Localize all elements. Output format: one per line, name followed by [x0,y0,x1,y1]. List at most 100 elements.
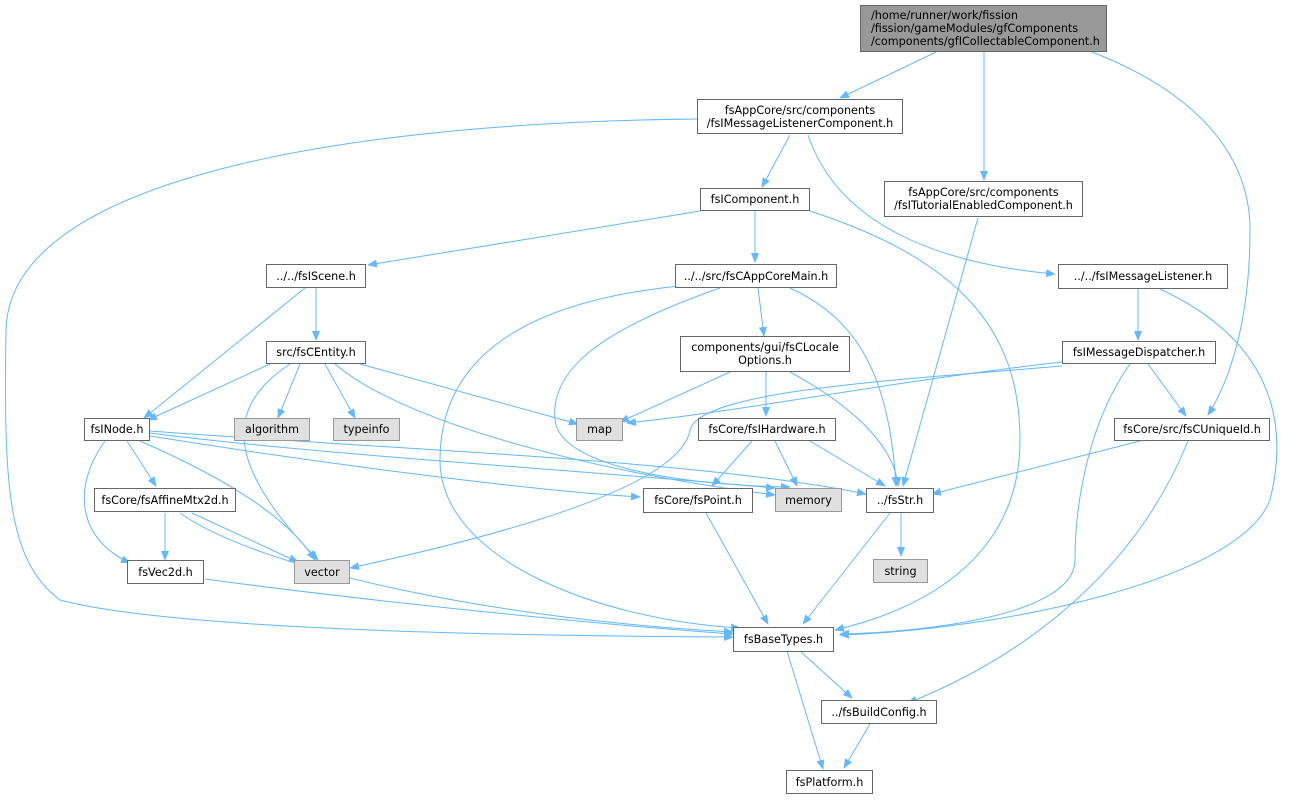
node-fsicomponent[interactable]: fsIComponent.h [700,188,810,211]
edge-root-msglistenercomp [839,51,937,99]
node-line: Options.h [738,354,792,367]
edge-msglistenercomp-component [761,134,791,188]
node-line: components/gui/fsCLocale [691,341,839,354]
node-line: /fsITutorialEnabledComponent.h [894,199,1073,212]
node-fscuniqueid[interactable]: fsCore/src/fsCUniqueId.h [1114,418,1270,441]
edge-entity-memory [334,363,776,498]
edge-msglistenercomp-basetypes [5,118,734,641]
edge-component-scene [367,210,701,268]
edge-appcoremain-str [789,287,900,487]
node-line: algorithm [245,423,299,436]
node-line: fsINode.h [90,423,144,436]
node-line: ../fsStr.h [876,494,924,507]
edge-hardware-memory [774,440,798,487]
node-line: fsCore/fsIHardware.h [708,423,826,436]
edge-msgdispatcher-map [626,361,1063,427]
edge-inode-point [149,435,641,501]
node-line: fsAppCore/src/components [724,103,876,117]
edge-hardware-str [809,440,886,487]
node-line: ../fsBuildConfig.h [831,705,927,719]
edge-localeoptions-map [619,371,731,423]
node-line: memory [785,493,832,507]
edge-inode-affine [126,440,157,487]
edge-entity-typeinfo [324,363,356,419]
edge-tutorialcomp-str [901,217,979,487]
node-line: /home/runner/work/fission [871,9,1018,22]
node-vector: vector [294,560,350,584]
node-fscappcoremain[interactable]: ../../src/fsCAppCoreMain.h [675,264,837,288]
edge-hardware-point [711,440,753,487]
node-fsimessagedispatcher[interactable]: fsIMessageDispatcher.h [1062,341,1216,364]
edge-uniqueid-buildconfig [907,440,1189,704]
node-fsplatform[interactable]: fsPlatform.h [786,770,873,794]
edge-entity-map [359,363,579,426]
node-fsvec2d[interactable]: fsVec2d.h [127,560,204,584]
node-fsbasetypes[interactable]: fsBaseTypes.h [733,627,834,652]
node-fsimessagelistenercomponent[interactable]: fsAppCore/src/components /fsIMessageList… [697,99,903,134]
node-fsclocaleoptions[interactable]: components/gui/fsCLocale Options.h [680,336,850,372]
node-string: string [873,559,928,583]
edge-vec2d-basetypes [204,578,734,638]
node-line: fsVec2d.h [138,565,193,579]
edge-basetypes-platform [786,650,825,770]
node-fsstr[interactable]: ../fsStr.h [866,488,934,513]
node-map: map [576,418,623,441]
node-line: fsAppCore/src/components [908,186,1059,199]
edge-msgdispatcher-basetypes [839,363,1131,638]
edge-affine-basetypes [179,512,734,636]
edges [5,51,1278,770]
node-line: ../../src/fsCAppCoreMain.h [683,269,829,283]
node-memory: memory [775,488,842,512]
edge-appcoremain-localeoptions [757,287,767,337]
node-line: fsIComponent.h [710,193,800,206]
edge-point-basetypes [705,512,769,625]
edge-uniqueid-str [931,440,1141,496]
edge-msgdispatcher-vector [349,365,1063,571]
node-line: /fission/gameModules/gfComponents [871,22,1079,35]
node-fsihardware[interactable]: fsCore/fsIHardware.h [698,418,836,441]
edge-msglistener-basetypes [839,288,1278,639]
node-fsiscene[interactable]: ../../fsIScene.h [266,264,366,288]
edge-basetypes-buildconfig [799,650,853,699]
node-algorithm: algorithm [234,418,310,441]
node-line: string [884,564,917,578]
node-fsinode[interactable]: fsINode.h [84,418,150,441]
node-fsimessagelistener[interactable]: ../../fsIMessageListener.h [1058,264,1228,289]
edge-component-basetypes [809,210,1021,632]
edge-root-uniqueid [1091,51,1251,416]
edge-msgdispatcher-uniqueid [1147,363,1187,417]
node-line: ../../fsIScene.h [276,269,356,283]
node-line: fsCore/fsPoint.h [654,494,742,507]
node-line: /components/gfICollectableComponent.h [871,35,1100,48]
node-line: fsIMessageDispatcher.h [1072,346,1206,359]
node-root-file: /home/runner/work/fission /fission/gameM… [860,5,1107,52]
node-fsbuildconfig[interactable]: ../fsBuildConfig.h [821,700,937,724]
node-line: typeinfo [343,423,390,436]
node-line: ../../fsIMessageListener.h [1073,270,1213,283]
node-line: fsCore/src/fsCUniqueId.h [1123,423,1261,436]
node-line: fsCore/fsAffineMtx2d.h [101,493,229,507]
edge-inode-vector [139,440,316,561]
node-line: fsPlatform.h [795,775,864,789]
node-fscentity[interactable]: src/fsCEntity.h [266,341,366,364]
node-line: map [587,423,612,436]
edge-affine-vector [191,512,299,563]
node-line: src/fsCEntity.h [276,346,356,359]
edge-localeoptions-str [789,371,902,487]
edge-entity-vector [243,363,319,561]
node-fsitutorialenabledcomponent[interactable]: fsAppCore/src/components /fsITutorialEna… [884,181,1083,217]
node-line: vector [304,565,340,579]
edge-entity-algorithm [277,363,301,419]
edge-str-basetypes [802,512,891,625]
edge-appcoremain-basetypes [439,284,741,632]
edge-entity-inode [147,363,271,421]
node-fsaffinemtx2d[interactable]: fsCore/fsAffineMtx2d.h [94,488,236,512]
node-line: /fsIMessageListenerComponent.h [706,116,894,130]
edge-inode-memory [149,432,776,492]
node-line: fsBaseTypes.h [743,633,824,646]
edge-msglistenercomp-msglistener [807,134,1056,278]
node-fspoint[interactable]: fsCore/fsPoint.h [643,488,753,513]
edge-inode-vec2d [83,440,131,564]
node-typeinfo: typeinfo [333,418,400,441]
